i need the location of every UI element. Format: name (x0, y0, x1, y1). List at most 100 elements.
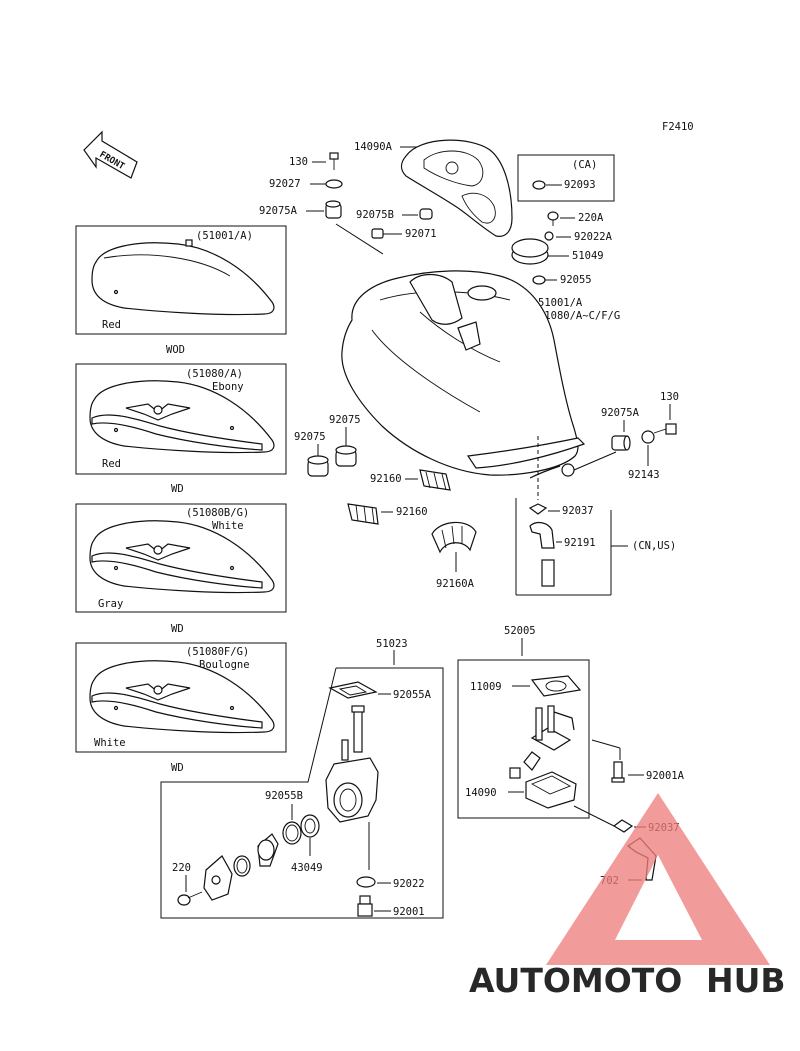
pad-92160A (431, 521, 477, 554)
watermark-triangle-icon (546, 793, 770, 965)
tank-variant-1: (51001/A) Red (75, 225, 287, 335)
washer-92027 (325, 179, 343, 189)
filter-43049 (300, 814, 320, 838)
callout-130-top: 130 (289, 156, 308, 168)
callout-92071: 92071 (405, 228, 437, 240)
damper-92075A-top (325, 200, 342, 219)
variant-4-color: Boulogne (199, 659, 250, 671)
variant-2-stripe: Red (102, 458, 121, 470)
callout-92160-b: 92160 (396, 506, 428, 518)
callout-92075A-right: 92075A (601, 407, 640, 419)
spring-part (233, 855, 251, 877)
callout-92055: 92055 (560, 274, 592, 286)
screw-220A (547, 211, 559, 226)
callout-51023: 51023 (376, 638, 408, 650)
tank-variant-3: (51080B/G) White Gray (75, 503, 287, 613)
ca-box-title: (CA) (572, 159, 597, 171)
callout-51080: 51080/A~C/F/G (538, 310, 620, 322)
watermark-text-hub: HUB (706, 961, 786, 1000)
variant-3-label: WD (171, 623, 184, 635)
clamp-92037-bottom (612, 819, 634, 833)
ca-box-part: 92093 (564, 179, 596, 191)
gasket-92055A (328, 681, 378, 699)
collar-92143 (641, 430, 655, 444)
fuel-tank-main (341, 270, 586, 479)
bolt-130-top (329, 152, 339, 170)
clamp-92037-top (528, 503, 548, 515)
variant-2-code: (51080/A) (186, 368, 243, 380)
variant-4-label: WD (171, 762, 184, 774)
ca-option-box: (CA) 92093 (517, 154, 615, 202)
variant-1-code: (51001/A) (196, 230, 253, 242)
callout-92160A: 92160A (436, 578, 475, 590)
tank-variant-4: (51080F/G) Boulogne White (75, 642, 287, 753)
variant-4-code: (51080F/G) (186, 646, 249, 658)
fuel-gauge-sender (509, 705, 575, 779)
variant-3-color: White (212, 520, 244, 532)
variant-1-label: WOD (166, 344, 185, 356)
gasket-11009 (530, 675, 582, 697)
callout-92037-top: 92037 (562, 505, 594, 517)
front-arrow-icon: FRONT (83, 130, 138, 179)
callout-220: 220 (172, 862, 191, 874)
fuel-cock-body (325, 705, 379, 823)
dash-cover-14090A (400, 139, 513, 237)
watermark-text-automoto: AUTOMOTO (469, 961, 682, 1000)
pad-92160-b (347, 503, 379, 525)
callout-92022: 92022 (393, 878, 425, 890)
cover-14090 (525, 771, 577, 809)
callout-130-right: 130 (660, 391, 679, 403)
variant-4-stripe: White (94, 737, 126, 749)
callout-92001A: 92001A (646, 770, 685, 782)
callout-51001A: 51001/A (538, 297, 583, 309)
callout-92001: 92001 (393, 906, 425, 918)
callout-92075B: 92075B (356, 209, 394, 221)
callout-92075A-top: 92075A (259, 205, 298, 217)
pad-92160-a (419, 469, 451, 491)
callout-cn-us: (CN,US) (632, 540, 676, 552)
washer-92022A (544, 231, 554, 241)
damper-92075-a (307, 455, 329, 477)
callout-220A: 220A (578, 212, 604, 224)
hose-92191 (529, 521, 555, 587)
callout-92143: 92143 (628, 469, 660, 481)
damper-92075A-right (611, 435, 631, 451)
callout-92055A: 92055A (393, 689, 432, 701)
fuel-gauge-box (457, 659, 590, 819)
screw-220 (177, 891, 203, 906)
oring-92055B (282, 821, 302, 845)
variant-2-label: WD (171, 483, 184, 495)
grommet-92075B (419, 208, 433, 220)
fuel-cock-frame (160, 667, 444, 919)
callout-92075-a: 92075 (294, 431, 326, 443)
callout-14090: 14090 (465, 787, 497, 799)
callout-43049: 43049 (291, 862, 323, 874)
callout-92027: 92027 (269, 178, 301, 190)
cover-plate (203, 855, 233, 901)
gasket-92055 (532, 275, 546, 285)
lever-part (257, 833, 279, 867)
figure-code: F2410 (662, 121, 694, 133)
variant-2-color: Ebony (212, 381, 244, 393)
variant-3-stripe: Gray (98, 598, 123, 610)
damper-92075-b (335, 445, 357, 467)
callout-52005: 52005 (504, 625, 536, 637)
nut-92093 (532, 180, 546, 190)
callout-11009: 11009 (470, 681, 502, 693)
callout-51049: 51049 (572, 250, 604, 262)
variant-3-code: (51080B/G) (186, 507, 249, 519)
bolt-92001A (611, 761, 625, 783)
bolt-130-right (653, 423, 677, 435)
callout-14090A: 14090A (354, 141, 393, 153)
tank-variant-2: (51080/A) Ebony Red (75, 363, 287, 475)
watermark-logo: AUTOMOTO HUB (469, 793, 786, 1000)
callout-92022A: 92022A (574, 231, 613, 243)
fuel-cap-51049 (511, 238, 549, 265)
bolt-92001 (357, 895, 373, 917)
callout-92191: 92191 (564, 537, 596, 549)
callout-92075-b: 92075 (329, 414, 361, 426)
callout-92055B: 92055B (265, 790, 303, 802)
cn-us-bracket (515, 498, 628, 596)
